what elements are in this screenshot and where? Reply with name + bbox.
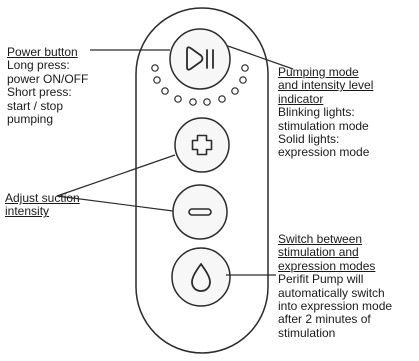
callout-text: Short press: <box>7 85 72 100</box>
droplet-icon <box>191 263 211 292</box>
led <box>203 98 211 106</box>
indicator-lights <box>151 64 249 106</box>
power-button-title: Power button <box>7 45 78 59</box>
adjust-intensity-title: Adjust suction <box>5 191 80 205</box>
mode-switch-button[interactable] <box>171 247 231 307</box>
led <box>231 87 239 95</box>
decrease-intensity-button[interactable] <box>172 184 228 240</box>
callout-text: pumping <box>7 112 54 127</box>
mode-switch-title: expression modes <box>278 258 376 273</box>
callout-text: after 2 minutes of <box>278 312 371 327</box>
led <box>161 87 169 95</box>
callout-text: Blinking lights: <box>278 105 355 120</box>
adjust-intensity-callout: Adjust suction intensity <box>5 191 80 219</box>
adjust-leader-line-plus <box>56 154 176 197</box>
power-button-callout: Power button Long press: power ON/OFF Sh… <box>7 45 89 127</box>
callout-text: expression mode <box>278 145 370 160</box>
callout-text: power ON/OFF <box>7 71 89 86</box>
led <box>174 95 182 103</box>
indicator-title: Pumping mode <box>278 65 359 79</box>
indicator-callout: Pumping mode and intensity level indicat… <box>278 65 374 160</box>
leader-lines <box>56 45 294 276</box>
led <box>151 64 159 72</box>
led <box>218 95 226 103</box>
minus-icon <box>188 208 212 216</box>
play-pause-icon <box>186 46 214 71</box>
callout-text: automatically switch <box>278 285 385 300</box>
adjust-intensity-title: intensity <box>5 204 50 219</box>
indicator-leader-line <box>227 45 294 70</box>
adjust-leader-line-minus <box>56 195 174 212</box>
led <box>241 64 249 72</box>
increase-intensity-button[interactable] <box>174 117 230 173</box>
callout-text: stimulation mode <box>278 118 369 133</box>
callout-text: start / stop <box>7 98 64 113</box>
callout-text: into expression mode <box>278 299 393 314</box>
plus-icon <box>191 134 213 156</box>
mode-switch-callout: Switch between stimulation and expressio… <box>278 232 393 340</box>
mode-switch-title: Switch between <box>278 232 363 246</box>
callout-text: Solid lights: <box>278 132 340 147</box>
indicator-title: and intensity level <box>278 78 374 93</box>
callout-text: stimulation <box>278 325 336 340</box>
led <box>189 98 197 106</box>
indicator-title: indicator <box>278 91 324 106</box>
mode-switch-title: stimulation and <box>278 245 359 260</box>
power-button[interactable] <box>169 28 231 90</box>
led <box>239 76 247 84</box>
callout-text: Perifit Pump will <box>278 272 364 287</box>
led <box>153 76 161 84</box>
callout-text: Long press: <box>7 58 70 73</box>
